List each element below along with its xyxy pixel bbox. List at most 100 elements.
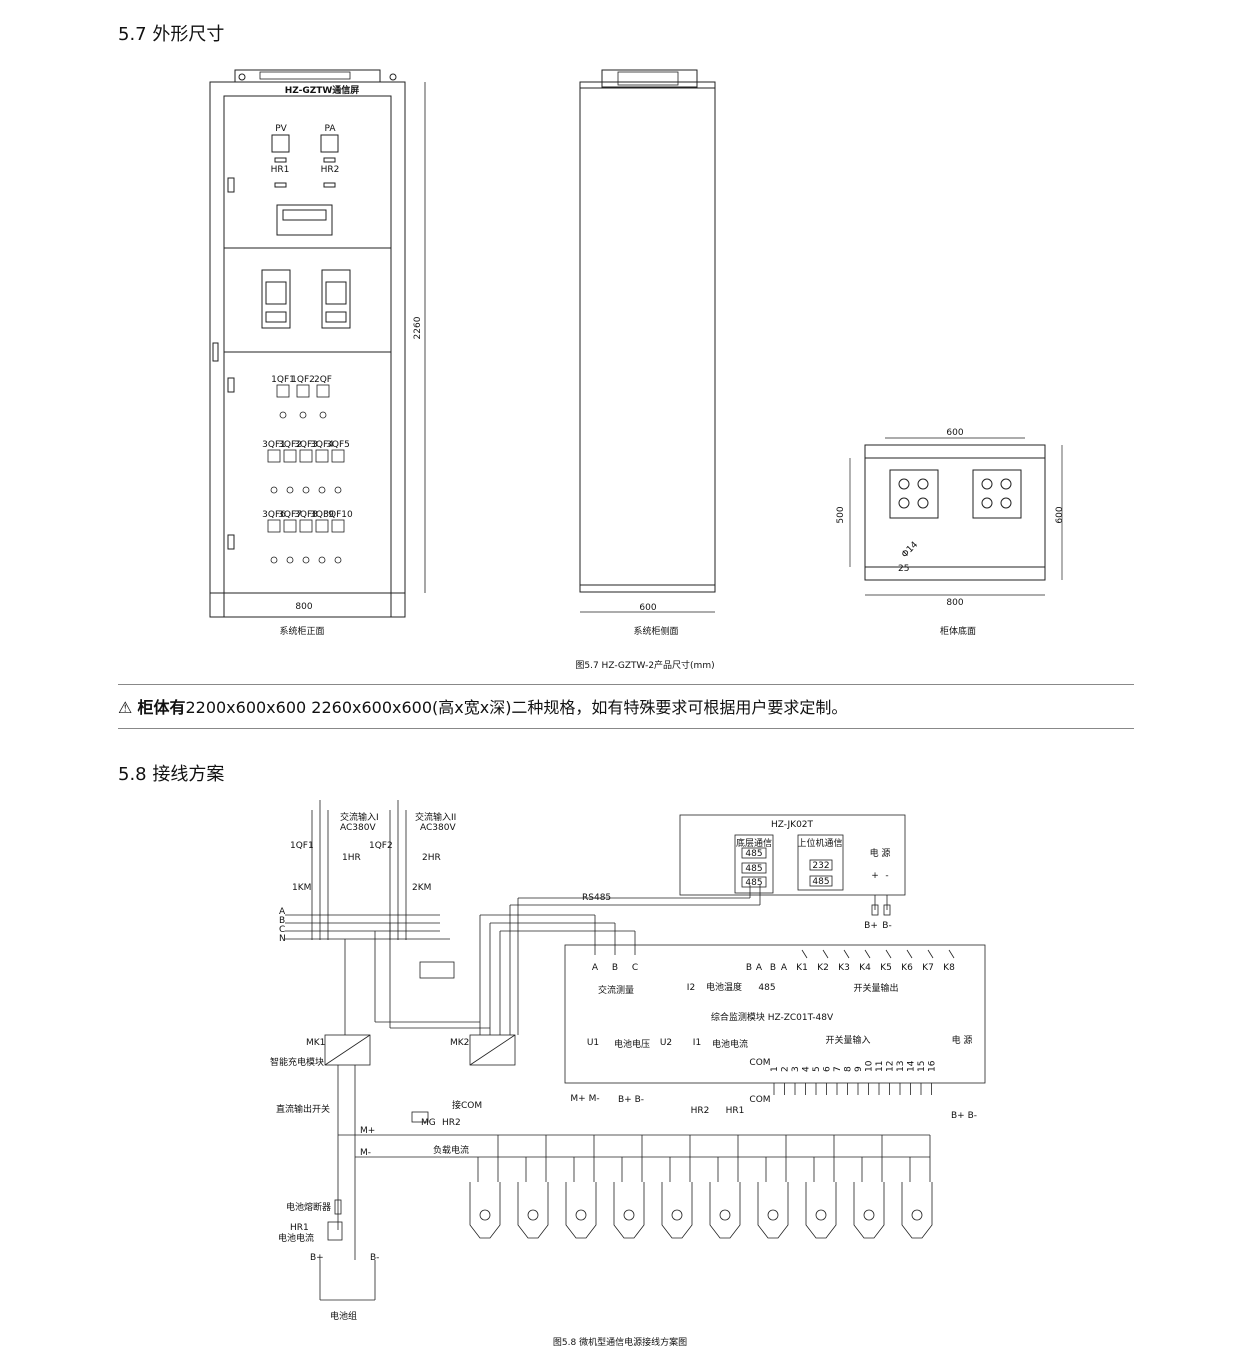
zc-ba-3: B [770,963,776,973]
meter-pv-label: PV [275,124,287,134]
qf2-label: 1QF2 [369,841,393,851]
b-plus-label: B+ [310,1253,324,1263]
zc-term-c: C [632,963,638,973]
load-outline [853,1182,885,1239]
zc-bot-hr2: HR2 [691,1106,710,1116]
breaker [315,449,329,463]
fuse-label: 电池熔断器 [286,1201,331,1213]
switch-input-number: 3 [791,1066,801,1072]
rs485-label: RS485 [582,893,611,903]
k-switch [864,949,871,959]
side-view [579,69,716,613]
k-terminal-label: K5 [880,963,892,973]
hr1-lamp-label: 1HR [342,853,361,863]
front-view [209,69,406,618]
battery-current-label: 电池电流 [278,1232,314,1244]
switch-input-number: 1 [770,1066,780,1072]
jk-port-1: 485 [745,849,762,859]
breaker [299,449,313,463]
jk-b-plus: B+ [864,921,878,931]
breaker-label: 2QF [314,375,332,385]
k-terminal-label: K7 [922,963,934,973]
breaker-label: 3QF2 [278,440,302,450]
zc-power: 电 源 [952,1034,973,1046]
wiring-diagram: 交流输入I AC380V 交流输入II AC380V 1QF1 1QF2 1HR… [270,800,986,1348]
zc-title: 综合监测模块 HZ-ZC01T-48V [711,1011,834,1023]
switch-input-number: 11 [875,1061,885,1072]
breaker-label: 3QF4 [310,440,334,450]
switch-input-number: 10 [865,1060,875,1072]
switch-input-number: 6 [823,1066,833,1072]
qf1-label: 1QF1 [290,841,314,851]
meter-pa-label: PA [324,124,336,134]
notice: ⚠ 柜体有2200x600x600 2260x600x600(高x宽x深)二种规… [118,694,847,718]
zc-com: COM [749,1058,770,1068]
breaker-label: 1QF1 [271,375,295,385]
bottom-view-caption: 柜体底面 [940,625,976,637]
notice-text: 2200x600x600 2260x600x600(高x宽x深)二种规格，如有特… [185,698,848,717]
lamp-icon [671,1209,683,1221]
switch-input-number: 2 [781,1066,791,1072]
breaker-label: 3QF10 [323,510,353,520]
breaker-label: 3QF8 [294,510,318,520]
zc-batt-current: 电池电流 [712,1038,748,1050]
zc-bot-hr1: HR1 [726,1106,745,1116]
breaker-label: 3QF5 [326,440,350,450]
breaker [331,519,345,533]
switch-input-number: 12 [886,1061,896,1072]
k-switch [801,949,808,959]
lamp-icon [815,1209,827,1221]
notice-bottom-rule [118,728,1134,729]
jk-port-2: 485 [745,864,762,874]
load-outline [757,1182,789,1239]
front-width-dim: 800 [295,602,312,612]
jk-port-3: 485 [745,878,762,888]
switch-input-number: 9 [854,1066,864,1072]
bottom-hole-dim: Φ14 [900,540,920,560]
front-height-dim: 2260 [413,316,423,339]
zc-switch-out: 开关量输出 [853,982,898,994]
front-view-caption: 系统柜正面 [279,625,324,637]
zc-batt-temp: 电池温度 [706,981,742,993]
breaker-knob [334,556,342,564]
zc-bot-b: B+ B- [618,1095,644,1105]
breaker [299,519,313,533]
ac-input-1-label: 交流输入I [340,811,379,823]
breaker-knob [299,411,307,419]
k-terminal-label: K8 [943,963,955,973]
breaker-knob [302,556,310,564]
breaker [267,449,281,463]
jk-bottom-comm: 底层通信 [736,837,772,849]
section-title-5-8: 5.8 接线方案 [118,764,225,785]
lamp-icon [911,1209,923,1221]
breaker [331,449,345,463]
zc-bot-bterm: B+ B- [951,1111,977,1121]
hr2-lamp-label: 2HR [422,853,441,863]
breaker-knob [334,486,342,494]
load-outline [901,1182,933,1239]
jk-minus: - [885,871,888,881]
breaker [315,519,329,533]
load-outline [613,1182,645,1239]
k-terminal-label: K3 [838,963,850,973]
zc-ac-measure: 交流测量 [598,984,634,996]
load-current-label: 负载电流 [433,1144,469,1156]
wiring-lines [285,800,986,1301]
zc-bot-com: COM [749,1095,770,1105]
ac-input-1-voltage: AC380V [340,823,376,833]
bottom-left-dim: 500 [836,506,846,523]
zc-ba-2: A [756,963,763,973]
warning-icon: ⚠ [118,698,133,717]
zc-i1: I1 [693,1038,701,1048]
load-branches [469,1135,933,1239]
breaker-knob [286,556,294,564]
switch-input-number: 16 [928,1060,938,1072]
switch-input-number: 5 [812,1066,822,1072]
bottom-top-dim: 600 [946,428,963,438]
breaker-knob [270,486,278,494]
front-labels: HZ-GZTW通信屏 PV PA HR1 HR2 [271,84,360,175]
jk-port-485: 485 [812,877,829,887]
b-minus-label: B- [370,1253,379,1263]
zc-bot-m: M+ M- [570,1094,599,1104]
